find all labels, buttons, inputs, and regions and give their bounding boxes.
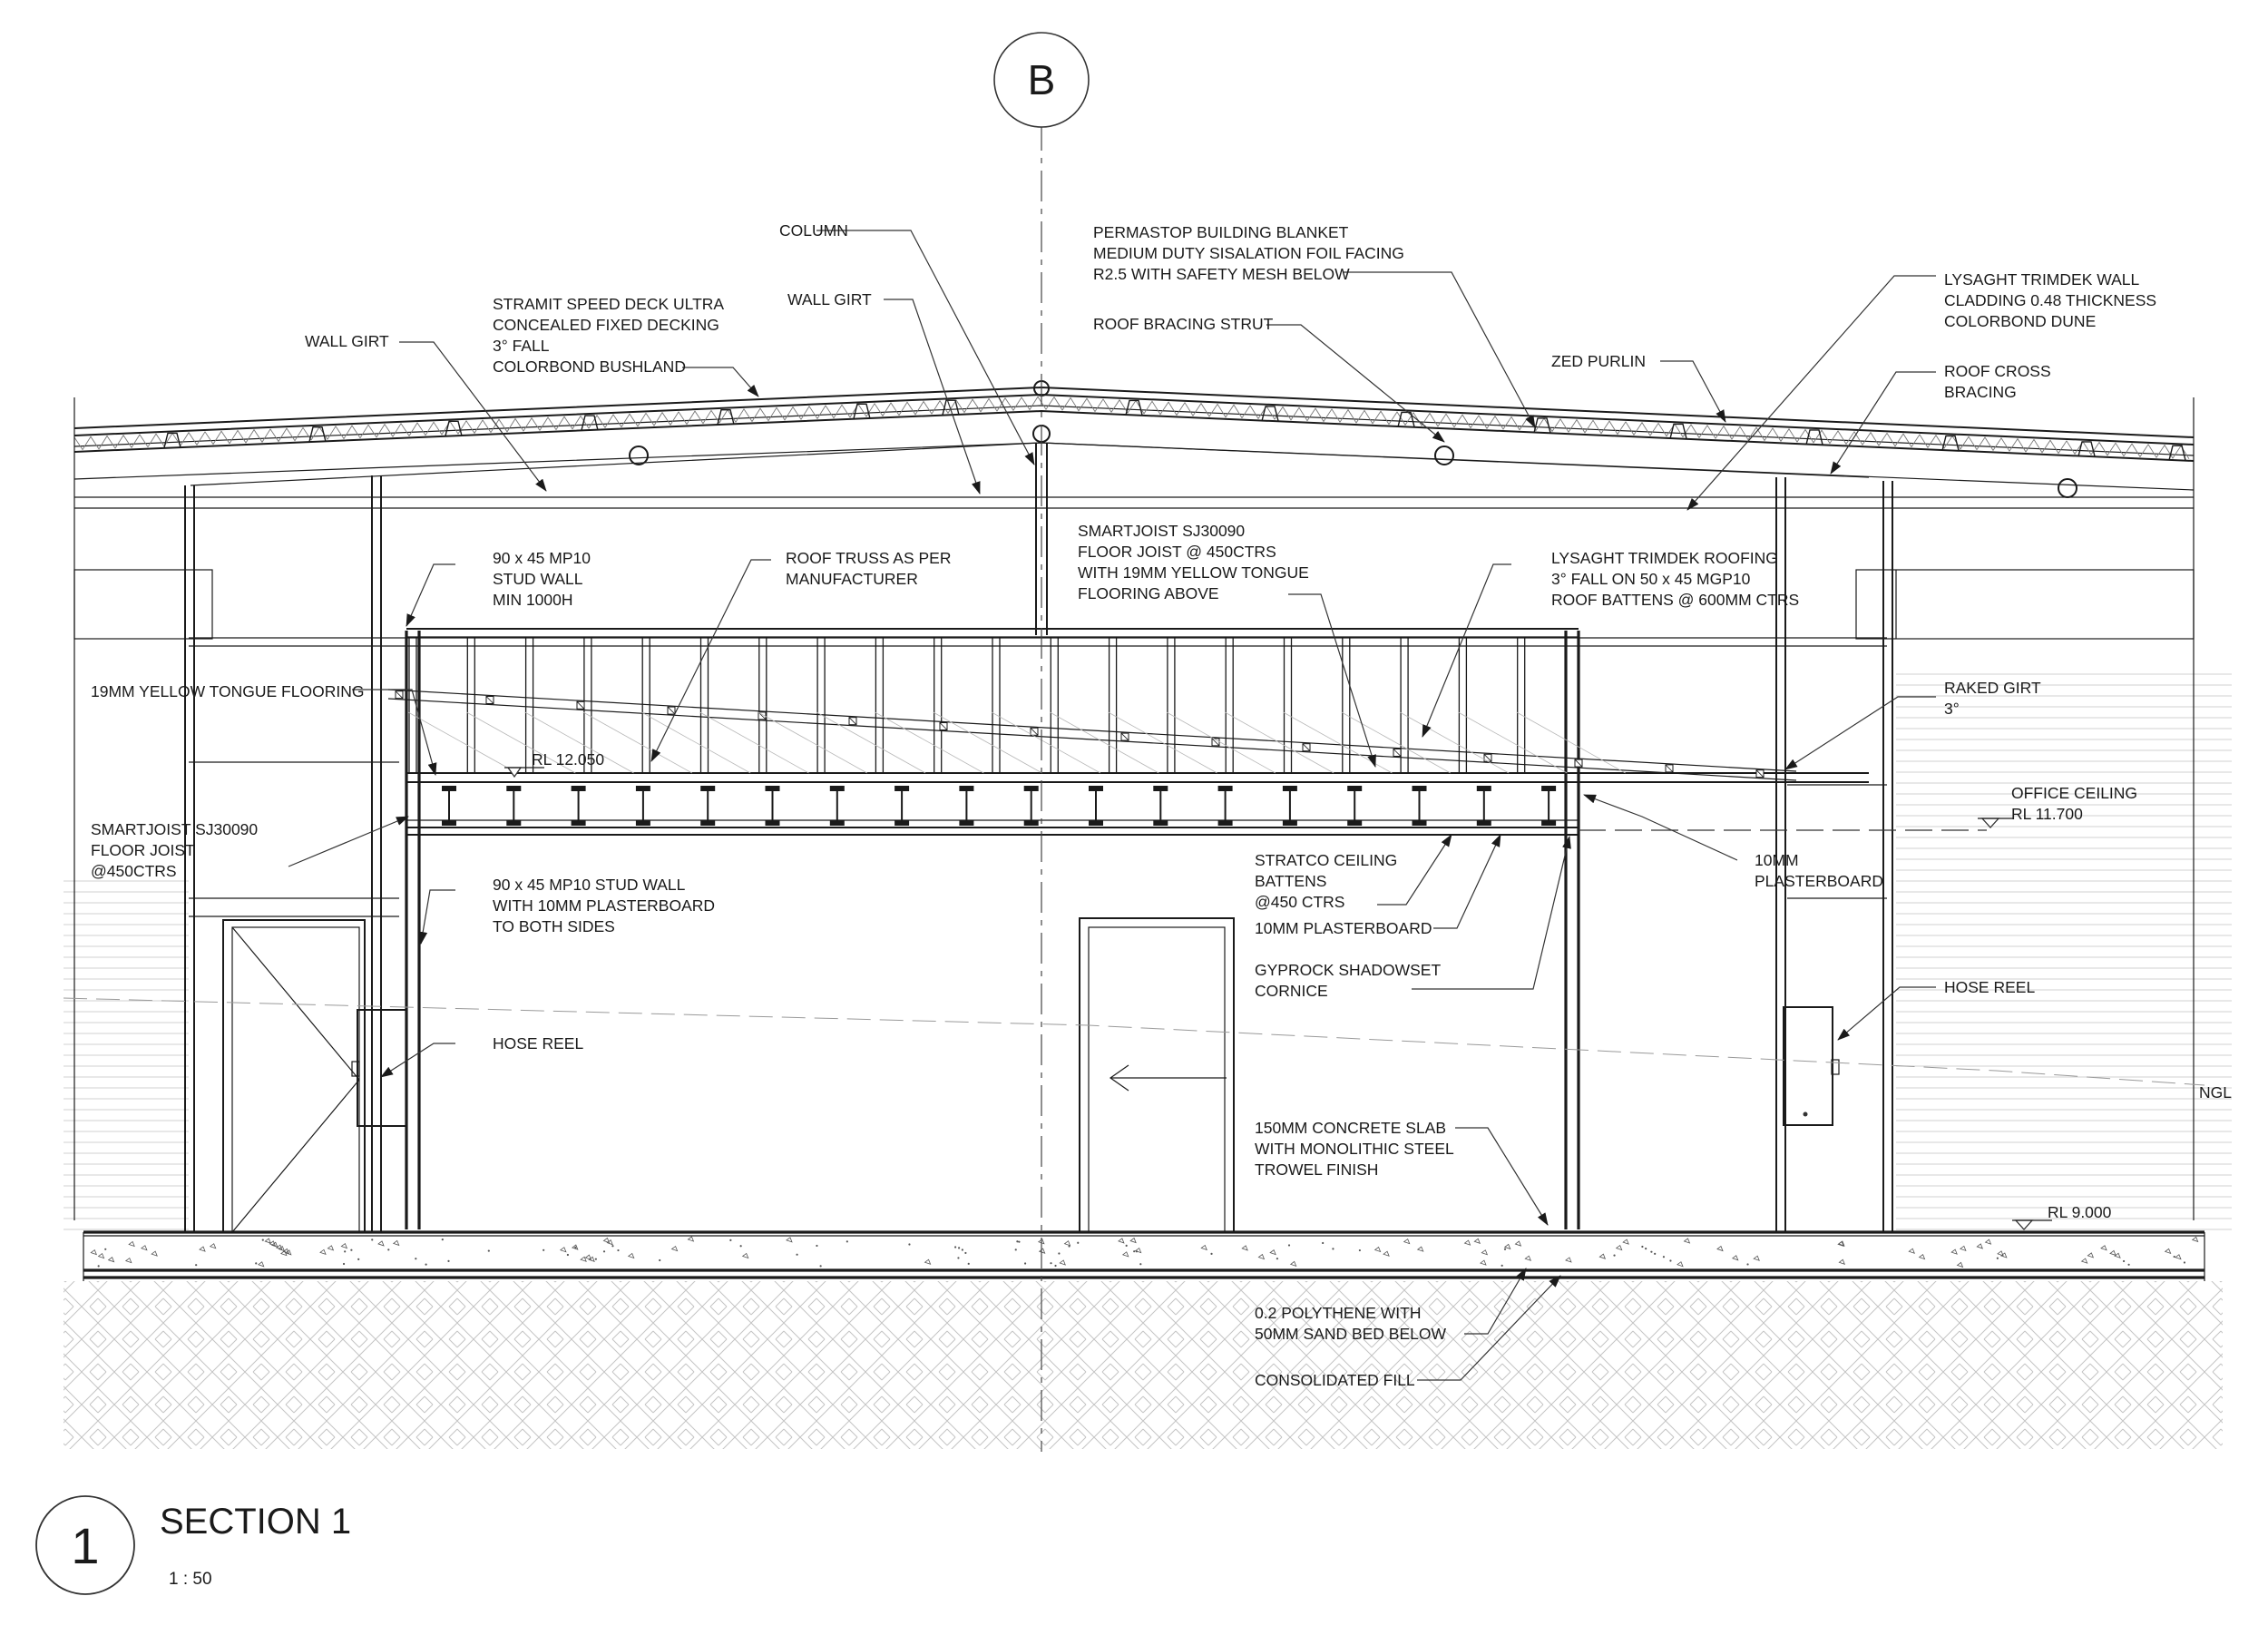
label-gyprock-2: CORNICE xyxy=(1255,982,1328,1000)
floor-joists xyxy=(442,786,1557,826)
label-smartjoist-top-1: SMARTJOIST SJ30090 xyxy=(1078,522,1245,540)
label-plasterboard-right-2: PLASTERBOARD xyxy=(1755,872,1883,890)
label-roof-bracing-strut: ROOF BRACING STRUT xyxy=(1093,315,1274,333)
label-office-ceiling: OFFICE CEILING xyxy=(2011,784,2137,802)
label-raked-girt-1: RAKED GIRT xyxy=(1944,679,2041,697)
section-scale: 1 : 50 xyxy=(169,1570,212,1589)
purlin-circles xyxy=(629,380,2077,498)
label-hose-reel-right: HOSE REEL xyxy=(1944,978,2035,996)
label-stratco-3: @450 CTRS xyxy=(1255,893,1344,911)
label-raked-girt-2: 3° xyxy=(1944,700,1960,718)
slab-aggregate xyxy=(90,1236,2199,1268)
hose-reel-cabinet-left xyxy=(351,1009,407,1127)
label-roof-cross-1: ROOF CROSS xyxy=(1944,362,2051,380)
roof-insulation-blanket xyxy=(73,396,2190,461)
label-smartjoist-left-2: FLOOR JOIST xyxy=(91,841,195,859)
ground-fill xyxy=(64,1281,2223,1449)
concrete-slab xyxy=(83,1230,2205,1281)
label-stramit-3: 3° FALL xyxy=(493,337,550,355)
label-stud-top-1: 90 x 45 MP10 xyxy=(493,549,591,567)
label-gyprock-1: GYPROCK SHADOWSET xyxy=(1255,961,1441,979)
label-stud-top-2: STUD WALL xyxy=(493,570,583,588)
label-permastop-1: PERMASTOP BUILDING BLANKET xyxy=(1093,223,1349,241)
label-stratco-1: STRATCO CEILING xyxy=(1255,851,1397,869)
mezzanine-frame xyxy=(387,628,1869,1229)
label-poly-1: 0.2 POLYTHENE WITH xyxy=(1255,1304,1421,1322)
label-wall-girt-center: WALL GIRT xyxy=(787,290,872,308)
label-lysaght-wall-3: COLORBOND DUNE xyxy=(1944,312,2096,330)
label-wall-girt-left: WALL GIRT xyxy=(305,332,389,350)
label-ngl: NGL xyxy=(2199,1083,2232,1102)
section-title-block xyxy=(35,1495,135,1595)
label-stramit-4: COLORBOND BUSHLAND xyxy=(493,357,686,376)
label-roof-cross-2: BRACING xyxy=(1944,383,2017,401)
label-stud-top-3: MIN 1000H xyxy=(493,591,573,609)
level-markers xyxy=(504,767,2052,1230)
label-lysaght-roof-2: 3° FALL ON 50 x 45 MGP10 xyxy=(1551,570,1751,588)
label-column: COLUMN xyxy=(779,221,848,240)
label-roof-truss-1: ROOF TRUSS AS PER xyxy=(786,549,952,567)
label-rl-12050: RL 12.050 xyxy=(532,750,604,769)
label-slab-2: WITH MONOLITHIC STEEL xyxy=(1255,1140,1454,1158)
label-smartjoist-top-3: WITH 19MM YELLOW TONGUE xyxy=(1078,563,1309,582)
label-stud-mid-1: 90 x 45 MP10 STUD WALL xyxy=(493,876,686,894)
label-slab-1: 150MM CONCRETE SLAB xyxy=(1255,1119,1446,1137)
label-slab-3: TROWEL FINISH xyxy=(1255,1160,1378,1179)
label-poly-2: 50MM SAND BED BELOW xyxy=(1255,1325,1446,1343)
grid-line-b xyxy=(993,32,1090,1452)
steel-columns xyxy=(184,443,1893,1232)
label-rl-11700: RL 11.700 xyxy=(2011,805,2083,823)
section-title: SECTION 1 xyxy=(160,1502,351,1542)
label-lysaght-roof-3: ROOF BATTENS @ 600MM CTRS xyxy=(1551,591,1799,609)
label-hose-reel-left: HOSE REEL xyxy=(493,1034,583,1053)
label-rl-9000: RL 9.000 xyxy=(2048,1203,2112,1221)
label-smartjoist-top-2: FLOOR JOIST @ 450CTRS xyxy=(1078,543,1276,561)
label-stud-mid-3: TO BOTH SIDES xyxy=(493,917,615,935)
grid-bubble-label: B xyxy=(1028,56,1056,103)
label-permastop-2: MEDIUM DUTY SISALATION FOIL FACING xyxy=(1093,244,1404,262)
label-roof-truss-2: MANUFACTURER xyxy=(786,570,918,588)
hose-reel-cabinet-right xyxy=(1783,1006,1840,1126)
natural-ground-line xyxy=(63,997,2205,1086)
section-number: 1 xyxy=(71,1517,99,1574)
truss-web-members xyxy=(395,637,1765,778)
label-smartjoist-left-3: @450CTRS xyxy=(91,862,177,880)
external-cladding-siding xyxy=(64,671,2232,1234)
label-plasterboard-mid: 10MM PLASTERBOARD xyxy=(1255,919,1432,937)
office-door xyxy=(1079,917,1235,1233)
wall-girts xyxy=(73,569,2195,640)
eave-lines xyxy=(73,397,2195,1220)
label-stramit-1: STRAMIT SPEED DECK ULTRA xyxy=(493,295,724,313)
label-stratco-2: BATTENS xyxy=(1255,872,1326,890)
label-lysaght-wall-1: LYSAGHT TRIMDEK WALL xyxy=(1944,270,2140,289)
label-smartjoist-left-1: SMARTJOIST SJ30090 xyxy=(91,820,258,838)
label-plasterboard-right-1: 10MM xyxy=(1755,851,1799,869)
label-yellow-tongue: 19MM YELLOW TONGUE FLOORING xyxy=(91,682,364,700)
exit-door-left xyxy=(222,919,366,1233)
label-permastop-3: R2.5 WITH SAFETY MESH BELOW xyxy=(1093,265,1350,283)
label-consolidated-fill: CONSOLIDATED FILL xyxy=(1255,1371,1415,1389)
label-stud-mid-2: WITH 10MM PLASTERBOARD xyxy=(493,896,715,915)
annotation-labels: COLUMN WALL GIRT WALL GIRT STRAMIT SPEED… xyxy=(91,221,2232,1389)
label-zed-purlin: ZED PURLIN xyxy=(1551,352,1646,370)
label-stramit-2: CONCEALED FIXED DECKING xyxy=(493,316,719,334)
label-smartjoist-top-4: FLOORING ABOVE xyxy=(1078,584,1219,602)
annotation-leaders xyxy=(288,230,1936,1381)
label-lysaght-roof-1: LYSAGHT TRIMDEK ROOFING xyxy=(1551,549,1778,567)
label-lysaght-wall-2: CLADDING 0.48 THICKNESS xyxy=(1944,291,2156,309)
